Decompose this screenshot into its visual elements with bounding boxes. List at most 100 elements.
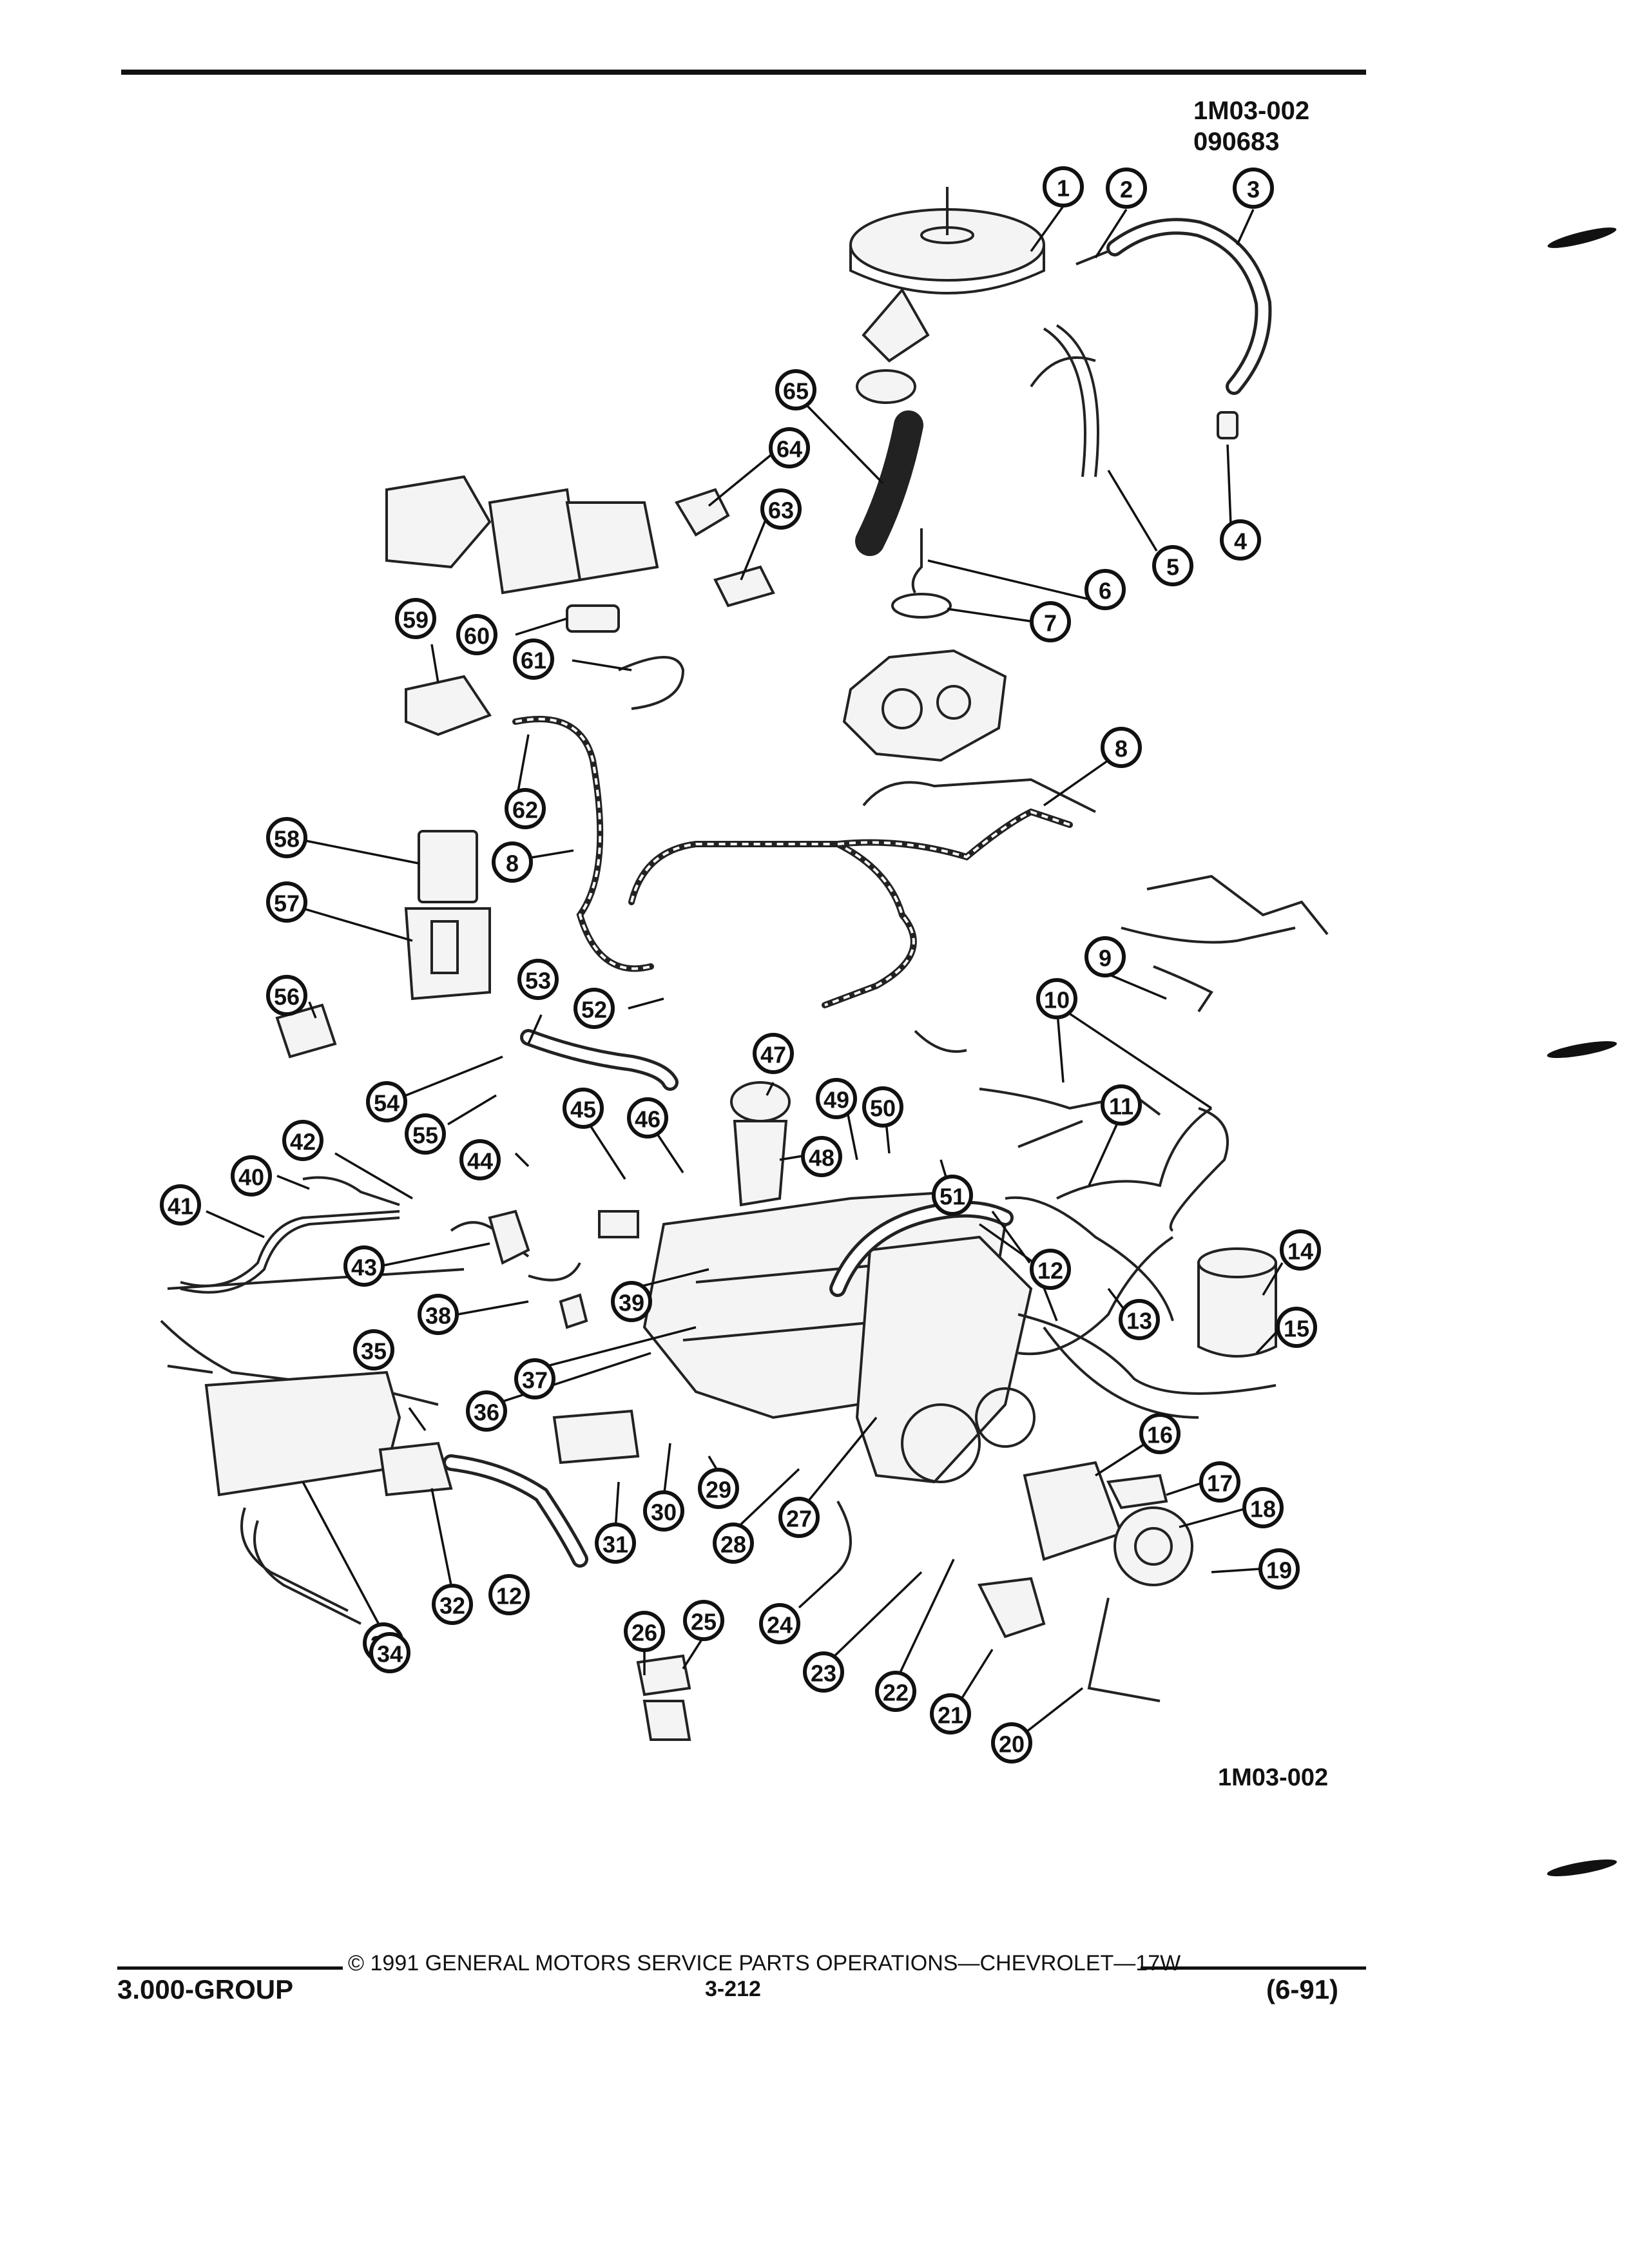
pcv-hose-drawing — [1075, 218, 1272, 439]
callout-circle — [1030, 1249, 1071, 1290]
footer-rule-left — [117, 1966, 343, 1970]
canister-drawing — [1197, 1247, 1277, 1358]
callout-number: 46 — [635, 1106, 660, 1133]
callout-30: 30 — [643, 1490, 684, 1532]
callout-circle — [611, 1281, 652, 1322]
frame-exhaust-drawing — [160, 1268, 1277, 1625]
callout-4: 4 — [1220, 519, 1261, 561]
callout-circle — [1043, 166, 1084, 207]
callout-circle — [1030, 601, 1071, 642]
callout-60: 60 — [456, 614, 497, 655]
callout-51: 51 — [932, 1175, 973, 1216]
callout-circle — [160, 1184, 201, 1225]
callout-circle — [574, 988, 615, 1029]
callout-number: 44 — [467, 1148, 493, 1175]
callout-number: 53 — [525, 968, 551, 994]
footer-group: 3.000-GROUP — [117, 1974, 294, 2004]
callout-number: 2 — [1120, 177, 1133, 203]
callout-circle — [778, 1497, 820, 1538]
callout-circle — [775, 369, 816, 410]
callout-number: 55 — [412, 1122, 438, 1149]
callout-27: 27 — [778, 1497, 820, 1538]
callout-41: 41 — [160, 1184, 201, 1225]
callout-circle — [1084, 936, 1126, 977]
callout-circle — [862, 1086, 903, 1128]
callout-number: 38 — [425, 1303, 451, 1329]
callout-number: 18 — [1250, 1496, 1276, 1523]
callout-circle — [1220, 519, 1261, 561]
wiring-harness-drawing — [512, 716, 1096, 1053]
callout-circle — [369, 1632, 410, 1673]
callout-number: 35 — [361, 1338, 387, 1365]
callout-62: 62 — [505, 788, 546, 829]
intake-duct-drawing — [855, 410, 923, 556]
callout-circle — [1139, 1413, 1181, 1454]
callout-number: 58 — [274, 826, 300, 852]
callout-circle — [513, 639, 554, 680]
callout-number: 13 — [1126, 1308, 1152, 1334]
callout-number: 57 — [274, 890, 300, 917]
callout-55: 55 — [405, 1113, 446, 1155]
callout-43: 43 — [343, 1245, 385, 1287]
callout-number: 12 — [496, 1583, 522, 1610]
callout-circle — [991, 1722, 1032, 1763]
figure-code-bottom: 1M03-002 — [1218, 1764, 1329, 1791]
callout-26: 26 — [624, 1611, 665, 1652]
callout-circle — [698, 1468, 739, 1509]
callout-circle — [514, 1358, 555, 1399]
callout-number: 6 — [1099, 578, 1112, 604]
air-cleaner-drawing — [849, 187, 1045, 404]
footer-copyright: © 1991 GENERAL MOTORS SERVICE PARTS OPER… — [348, 1951, 1181, 1975]
callout-number: 64 — [776, 436, 802, 463]
footer-page-number: 3-212 — [705, 1977, 761, 2001]
callout-number: 7 — [1044, 610, 1057, 637]
engine-parts-artwork — [160, 187, 1329, 1741]
callout-32: 32 — [432, 1584, 473, 1625]
callout-circle — [816, 1078, 857, 1119]
callout-number: 31 — [602, 1532, 628, 1558]
callout-65: 65 — [775, 369, 816, 410]
callout-circle — [231, 1155, 272, 1196]
callout-number: 25 — [691, 1609, 717, 1635]
callout-number: 65 — [783, 378, 809, 405]
callout-6: 6 — [1084, 569, 1126, 610]
callout-circle — [517, 959, 559, 1000]
callout-circle — [1084, 569, 1126, 610]
callout-circle — [759, 1603, 800, 1644]
callout-23: 23 — [803, 1651, 844, 1693]
callout-34: 34 — [369, 1632, 410, 1673]
lower-brackets-drawing — [636, 1501, 1161, 1741]
callout-number: 8 — [1115, 736, 1128, 762]
callout-14: 14 — [1280, 1229, 1321, 1271]
leader-lines — [206, 205, 1284, 1735]
callout-circle — [366, 1081, 407, 1122]
callout-22: 22 — [875, 1671, 916, 1712]
callout-number: 22 — [883, 1680, 909, 1706]
callout-18: 18 — [1242, 1487, 1284, 1528]
callout-number: 11 — [1109, 1093, 1133, 1120]
callout-number: 23 — [811, 1660, 836, 1687]
callout-number: 42 — [290, 1129, 316, 1155]
callout-number: 24 — [767, 1612, 793, 1639]
callout-8: 8 — [492, 841, 533, 883]
vapor-hoses-drawing — [979, 1088, 1229, 1356]
callout-circle — [1106, 168, 1147, 209]
callout-circle — [1152, 545, 1193, 586]
callout-24: 24 — [759, 1603, 800, 1644]
callout-circle — [803, 1651, 844, 1693]
callout-circle — [1242, 1487, 1284, 1528]
callout-circle — [760, 488, 802, 530]
callout-number: 15 — [1284, 1316, 1309, 1342]
ecm-drawing — [275, 830, 491, 1059]
callout-44: 44 — [459, 1139, 501, 1180]
callout-40: 40 — [231, 1155, 272, 1196]
hose-12-drawing — [443, 1200, 1014, 1568]
callout-circle — [1199, 1461, 1240, 1503]
date-code: 090683 — [1193, 128, 1280, 156]
header-rule — [121, 70, 1366, 75]
callout-number: 59 — [403, 607, 429, 633]
callout-13: 13 — [1119, 1299, 1160, 1340]
callout-number: 61 — [521, 648, 546, 674]
callout-21: 21 — [930, 1693, 971, 1735]
callout-59: 59 — [395, 598, 436, 639]
